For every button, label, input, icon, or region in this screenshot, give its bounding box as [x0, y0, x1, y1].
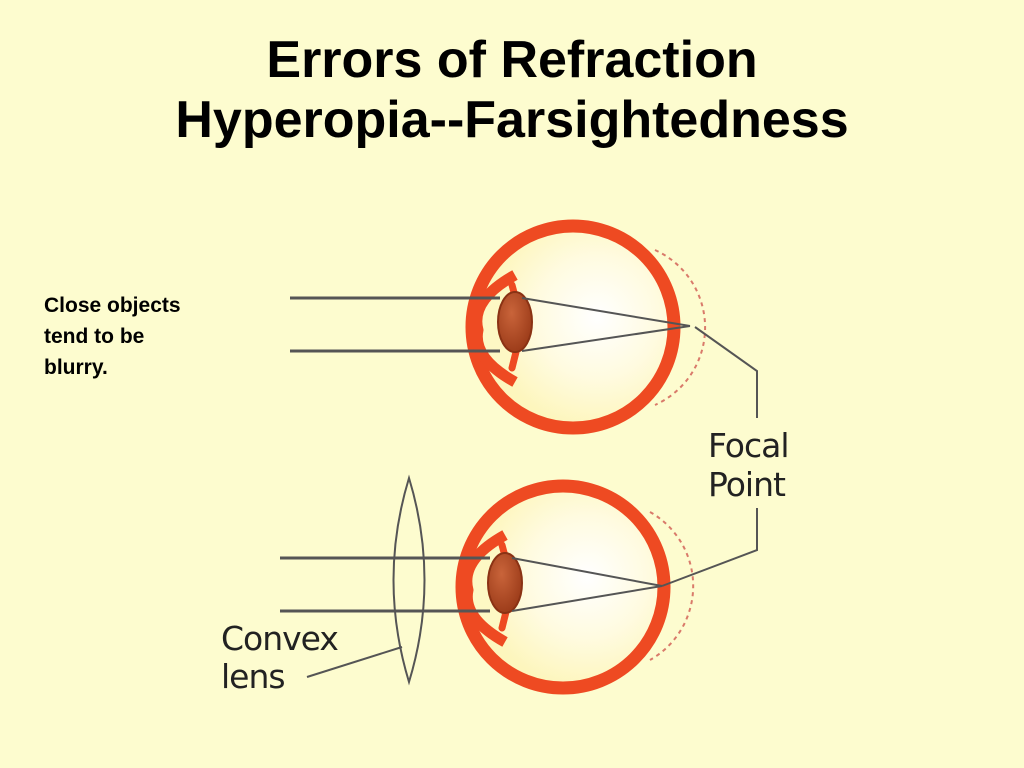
- lower-ray-converge-bottom: [511, 585, 663, 612]
- focal-point-leaders: [661, 326, 758, 587]
- side-note-line-3: blurry.: [44, 356, 108, 379]
- focal-label-line-2: Point: [708, 465, 786, 504]
- lower-ray-converge-top: [511, 557, 663, 587]
- title-line-1: Errors of Refraction: [266, 31, 758, 89]
- upper-eye: [465, 219, 707, 435]
- lens-label-line-1: Convex: [221, 619, 338, 658]
- side-note-line-1: Close objects: [44, 294, 181, 317]
- upper-rays: [290, 296, 691, 353]
- side-note: Close objects tend to be blurry.: [44, 290, 244, 383]
- upper-ideal-retina: [654, 249, 707, 406]
- upper-ray-converge-bottom: [521, 325, 691, 352]
- slide-title: Errors of Refraction Hyperopia--Farsight…: [0, 30, 1024, 150]
- convex-lens-icon: [392, 474, 426, 686]
- lower-rays: [280, 556, 663, 613]
- lower-ideal-retina: [649, 511, 695, 661]
- focal-leader-lower: [661, 508, 758, 587]
- upper-lens: [497, 291, 533, 353]
- title-line-2: Hyperopia--Farsightedness: [175, 91, 849, 149]
- lens-label-line-2: lens: [221, 657, 285, 696]
- upper-ray-converge-top: [521, 297, 691, 327]
- lens-leader: [306, 646, 403, 678]
- lower-eye: [455, 479, 695, 695]
- lower-lens: [487, 552, 523, 614]
- side-note-line-2: tend to be: [44, 325, 145, 348]
- focal-label-line-1: Focal: [708, 426, 789, 465]
- focal-leader-upper: [694, 326, 758, 418]
